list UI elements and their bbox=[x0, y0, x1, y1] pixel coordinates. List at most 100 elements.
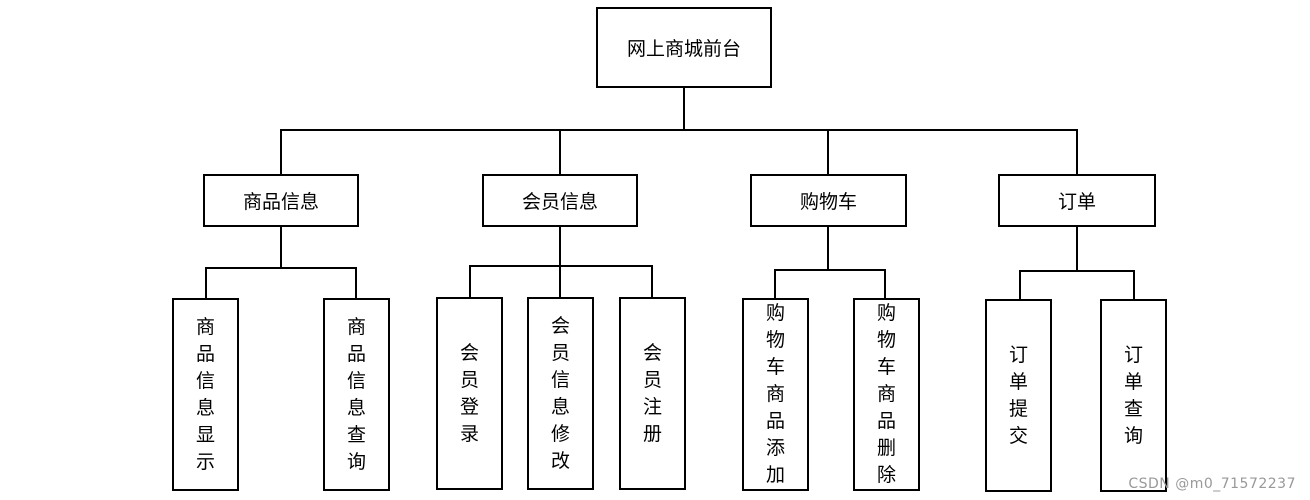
leaf-label-char: 单 bbox=[1008, 370, 1028, 393]
connector-level1-bus bbox=[280, 129, 1078, 131]
leaf-label-char: 交 bbox=[1008, 424, 1028, 447]
leaf-label-char: 提 bbox=[1008, 397, 1028, 420]
leaf-label-char: 商 bbox=[346, 315, 366, 338]
leaf-label-char: 息 bbox=[550, 395, 570, 418]
connector-m3-down bbox=[827, 226, 829, 271]
leaf-label-char: 息 bbox=[346, 396, 366, 419]
leaf-label-char: 查 bbox=[1123, 397, 1143, 420]
leaf-node-order-submit: 订单提交 bbox=[985, 299, 1052, 492]
leaf-label-char: 商 bbox=[876, 383, 896, 405]
connector-m2c2-up bbox=[559, 265, 561, 298]
connector-m4-bus bbox=[1019, 270, 1135, 272]
leaf-node-member-login: 会员登录 bbox=[436, 297, 503, 490]
leaf-label-char: 改 bbox=[550, 449, 570, 472]
root-node: 网上商城前台 bbox=[596, 7, 772, 88]
leaf-label-char: 会 bbox=[550, 314, 570, 337]
module-node-label: 会员信息 bbox=[521, 191, 598, 213]
leaf-node-label: 商品信息查询 bbox=[347, 314, 366, 476]
module-node-order: 订单 bbox=[998, 174, 1156, 227]
leaf-node-goods-display: 商品信息显示 bbox=[172, 298, 239, 491]
leaf-label-char: 添 bbox=[765, 437, 785, 459]
leaf-node-cart-add: 购物车商品添加 bbox=[742, 298, 809, 491]
connector-m2-down bbox=[559, 226, 561, 267]
connector-m1-up bbox=[280, 129, 282, 174]
connector-m1c2-up bbox=[355, 267, 357, 300]
leaf-label-char: 员 bbox=[642, 368, 662, 391]
leaf-label-char: 品 bbox=[876, 410, 896, 432]
connector-root-down bbox=[683, 86, 685, 131]
leaf-node-label: 订单提交 bbox=[1009, 342, 1028, 450]
leaf-label-char: 会 bbox=[459, 341, 479, 364]
leaf-label-char: 品 bbox=[765, 410, 785, 432]
connector-m1-down bbox=[280, 226, 282, 269]
connector-m4-down bbox=[1076, 226, 1078, 272]
leaf-label-char: 品 bbox=[346, 342, 366, 365]
leaf-label-char: 注 bbox=[642, 395, 662, 418]
leaf-label-char: 员 bbox=[550, 341, 570, 364]
leaf-node-label: 购物车商品删除 bbox=[877, 300, 896, 489]
leaf-label-char: 询 bbox=[346, 450, 366, 473]
module-node-label: 购物车 bbox=[799, 191, 857, 213]
connector-m1c1-up bbox=[205, 267, 207, 300]
root-node-label: 网上商城前台 bbox=[626, 38, 741, 60]
leaf-node-label: 会员信息修改 bbox=[551, 313, 570, 475]
connector-m3-up bbox=[827, 129, 829, 174]
connector-m3c2-up bbox=[884, 269, 886, 300]
connector-m3c1-up bbox=[774, 269, 776, 300]
leaf-label-char: 录 bbox=[459, 422, 479, 445]
leaf-node-member-register: 会员注册 bbox=[619, 297, 686, 490]
leaf-label-char: 车 bbox=[765, 356, 785, 378]
leaf-label-char: 息 bbox=[195, 396, 215, 419]
module-node-shopping-cart: 购物车 bbox=[750, 174, 907, 227]
leaf-label-char: 商 bbox=[195, 315, 215, 338]
leaf-label-char: 信 bbox=[550, 368, 570, 391]
connector-m1-bus bbox=[205, 267, 357, 269]
leaf-node-label: 会员注册 bbox=[643, 340, 662, 448]
connector-m2-bus bbox=[469, 265, 653, 267]
leaf-label-char: 品 bbox=[195, 342, 215, 365]
leaf-label-char: 删 bbox=[876, 437, 896, 459]
leaf-label-char: 订 bbox=[1123, 343, 1143, 366]
leaf-label-char: 商 bbox=[765, 383, 785, 405]
module-node-goods-info: 商品信息 bbox=[203, 174, 359, 227]
leaf-label-char: 单 bbox=[1123, 370, 1143, 393]
leaf-node-label: 购物车商品添加 bbox=[766, 300, 785, 489]
connector-m4c1-up bbox=[1019, 270, 1021, 301]
module-node-label: 商品信息 bbox=[242, 191, 319, 213]
leaf-label-char: 登 bbox=[459, 395, 479, 418]
leaf-label-char: 查 bbox=[346, 423, 366, 446]
leaf-node-member-edit: 会员信息修改 bbox=[527, 297, 594, 490]
leaf-label-char: 除 bbox=[876, 464, 896, 486]
leaf-label-char: 信 bbox=[346, 369, 366, 392]
leaf-label-char: 加 bbox=[765, 464, 785, 486]
leaf-label-char: 显 bbox=[195, 423, 215, 446]
leaf-label-char: 订 bbox=[1008, 343, 1028, 366]
leaf-node-order-query: 订单查询 bbox=[1100, 299, 1167, 492]
connector-m4-up bbox=[1076, 129, 1078, 174]
leaf-label-char: 修 bbox=[550, 422, 570, 445]
leaf-label-char: 示 bbox=[195, 450, 215, 473]
leaf-label-char: 询 bbox=[1123, 424, 1143, 447]
leaf-node-label: 商品信息显示 bbox=[196, 314, 215, 476]
leaf-label-char: 员 bbox=[459, 368, 479, 391]
module-node-member-info: 会员信息 bbox=[482, 174, 638, 227]
leaf-label-char: 册 bbox=[642, 422, 662, 445]
connector-m3-bus bbox=[774, 269, 886, 271]
leaf-label-char: 信 bbox=[195, 369, 215, 392]
watermark-text: CSDN @m0_71572237 bbox=[1128, 476, 1296, 492]
leaf-node-goods-query: 商品信息查询 bbox=[323, 298, 390, 491]
leaf-label-char: 物 bbox=[765, 329, 785, 351]
module-node-label: 订单 bbox=[1057, 191, 1096, 213]
connector-m2c1-up bbox=[469, 265, 471, 298]
connector-m2c3-up bbox=[651, 265, 653, 298]
connector-m2-up bbox=[559, 129, 561, 174]
leaf-node-cart-delete: 购物车商品删除 bbox=[853, 298, 920, 491]
leaf-label-char: 车 bbox=[876, 356, 896, 378]
leaf-label-char: 购 bbox=[876, 302, 896, 324]
leaf-label-char: 会 bbox=[642, 341, 662, 364]
leaf-node-label: 会员登录 bbox=[460, 340, 479, 448]
leaf-label-char: 购 bbox=[765, 302, 785, 324]
leaf-node-label: 订单查询 bbox=[1124, 342, 1143, 450]
connector-m4c2-up bbox=[1133, 270, 1135, 301]
